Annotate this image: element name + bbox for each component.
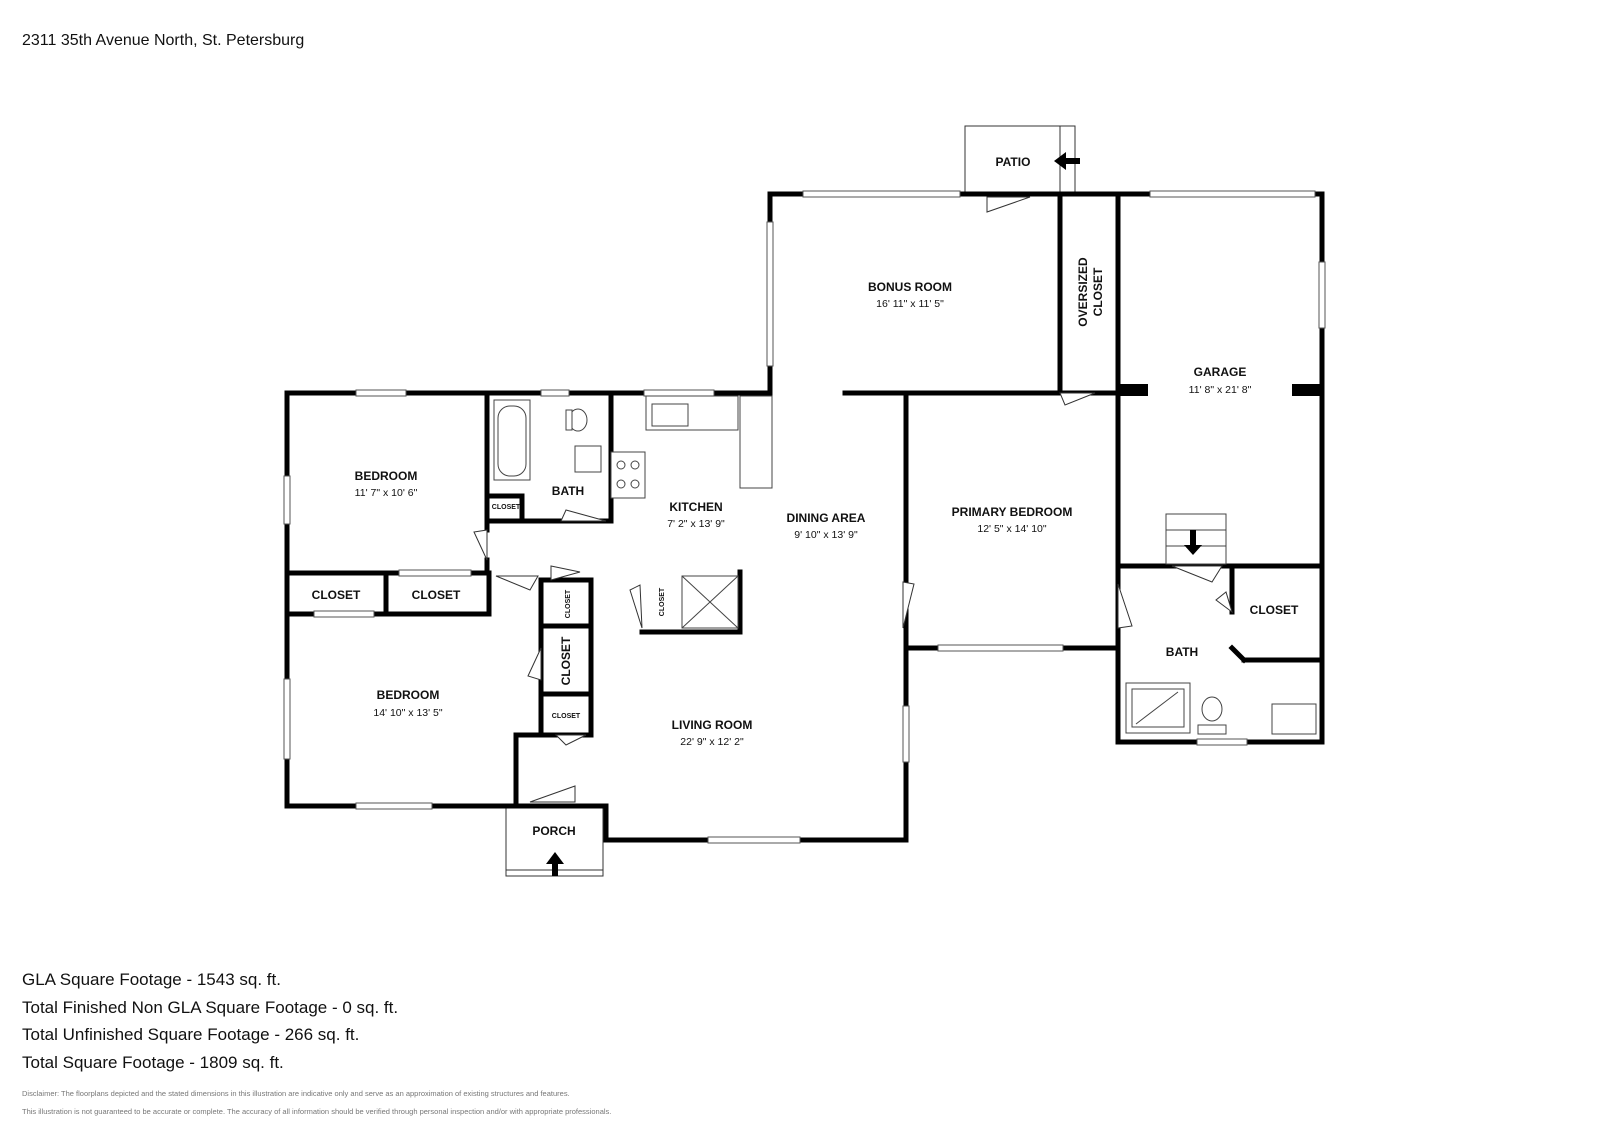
- bath-2-label: BATH: [1166, 645, 1198, 659]
- disclaimer-line-2: This illustration is not guaranteed to b…: [22, 1107, 612, 1116]
- bedroom-1-label: BEDROOM: [355, 469, 418, 483]
- patio-entry-arrow-icon: [1054, 152, 1080, 170]
- living-room-label: LIVING ROOM: [672, 718, 753, 732]
- bath-1-label: BATH: [552, 484, 584, 498]
- closet-label: CLOSET: [1250, 603, 1299, 617]
- disclaimer-line-1: Disclaimer: The floorplans depicted and …: [22, 1089, 570, 1098]
- kitchen-dims: 7' 2" x 13' 9": [667, 518, 725, 530]
- windows: [283, 190, 1326, 844]
- bedroom-2-dims: 14' 10" x 13' 5": [373, 707, 443, 719]
- total-footage: Total Square Footage - 1809 sq. ft.: [22, 1052, 284, 1072]
- doors: [473, 196, 1233, 803]
- unfinished-footage: Total Unfinished Square Footage - 266 sq…: [22, 1025, 360, 1044]
- oversized-closet-label: OVERSIZEDCLOSET: [1076, 257, 1105, 327]
- bedroom-1-dims: 11' 7" x 10' 6": [355, 487, 418, 499]
- bonus-room-dims: 16' 11" x 11' 5": [876, 298, 944, 310]
- sink-icon: [1271, 703, 1317, 735]
- patio-label: PATIO: [996, 155, 1031, 169]
- closet-label: CLOSET: [552, 713, 581, 720]
- garage-label: GARAGE: [1194, 365, 1247, 379]
- bedroom-2-label: BEDROOM: [377, 688, 440, 702]
- down-arrow-icon: [1184, 530, 1202, 555]
- garage-wall-jamb: [1118, 384, 1148, 396]
- finished-non-gla-footage: Total Finished Non GLA Square Footage - …: [22, 997, 399, 1017]
- garage-dims: 11' 8" x 21' 8": [1189, 384, 1252, 396]
- oversized-closet-line-2: CLOSET: [1091, 267, 1105, 316]
- square-footage-summary: GLA Square Footage - 1543 sq. ft. Total …: [22, 966, 398, 1076]
- dining-area-dims: 9' 10" x 13' 9": [794, 529, 858, 541]
- primary-bedroom-dims: 12' 5" x 14' 10": [977, 523, 1047, 535]
- toilet-icon: [1201, 696, 1223, 722]
- closet-label: CLOSET: [559, 636, 573, 685]
- garage-wall-jamb: [1292, 384, 1322, 396]
- kitchen-label: KITCHEN: [669, 500, 722, 514]
- kitchen-sink-icon: [651, 403, 689, 427]
- closet-label: CLOSET: [565, 589, 572, 618]
- bonus-room-label: BONUS ROOM: [868, 280, 952, 294]
- sink-icon: [574, 445, 602, 473]
- porch-label: PORCH: [532, 824, 575, 838]
- kitchen-island: [739, 395, 773, 489]
- primary-bedroom-label: PRIMARY BEDROOM: [952, 505, 1073, 519]
- closet-label: CLOSET: [312, 588, 361, 602]
- gla-footage: GLA Square Footage - 1543 sq. ft.: [22, 970, 281, 989]
- property-address: 2311 35th Avenue North, St. Petersburg: [22, 32, 305, 49]
- closet-label: CLOSET: [659, 587, 666, 616]
- oversized-closet-line-1: OVERSIZED: [1076, 257, 1090, 327]
- stove-icon: [610, 451, 646, 499]
- living-room-dims: 22' 9" x 12' 2": [680, 736, 744, 748]
- porch-entry-arrow-icon: [546, 852, 564, 876]
- closet-label: CLOSET: [412, 588, 461, 602]
- closet-label: CLOSET: [492, 504, 521, 511]
- disclaimer: Disclaimer: The floorplans depicted and …: [22, 1085, 611, 1121]
- fixtures: [493, 395, 1317, 735]
- dining-area-label: DINING AREA: [787, 511, 866, 525]
